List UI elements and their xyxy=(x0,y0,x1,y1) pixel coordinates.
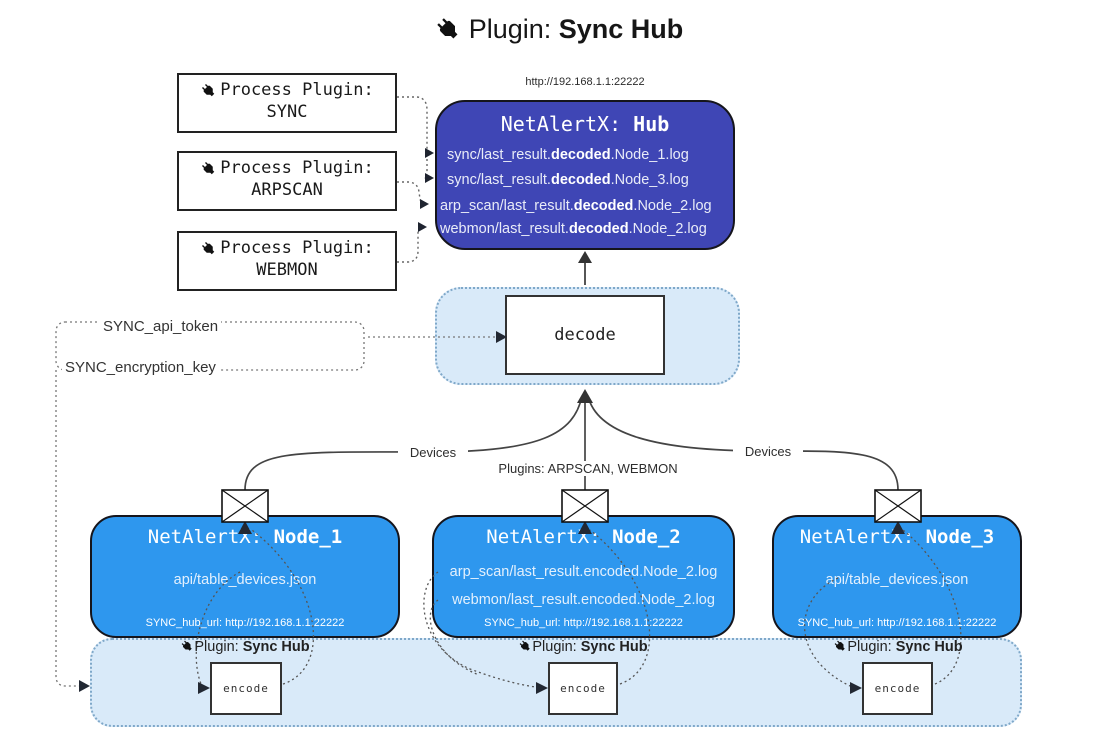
node-box-node-1: NetAlertX: Node_1 api/table_devices.json… xyxy=(90,515,400,638)
hub-log-line: webmon/last_result.decoded.Node_2.log xyxy=(440,221,707,237)
node-file-line: arp_scan/last_result.encoded.Node_2.log xyxy=(449,564,718,580)
node-footer: SYNC_hub_url: http://192.168.1.1:22222 xyxy=(145,617,345,629)
node-title: NetAlertX: Node_1 xyxy=(147,526,343,548)
edge-label-devices-left: Devices xyxy=(398,445,468,460)
node-footer: SYNC_hub_url: http://192.168.1.1:22222 xyxy=(484,617,683,629)
process-plugin-name: WEBMON xyxy=(256,260,318,280)
hub-url-label: http://192.168.1.1:22222 xyxy=(525,76,645,88)
encode-section-label: Plugin: Sync Hub xyxy=(808,639,988,655)
process-plugin-name: SYNC xyxy=(266,102,308,122)
process-plugin-box-sync: Process Plugin: SYNC xyxy=(177,73,397,133)
hub-title: NetAlertX: Hub xyxy=(500,112,670,136)
plug-icon xyxy=(202,83,215,96)
title-bold: Sync Hub xyxy=(558,14,684,44)
node-file-line: webmon/last_result.encoded.Node_2.log xyxy=(452,592,715,608)
node-box-node-3: NetAlertX: Node_3 api/table_devices.json… xyxy=(772,515,1022,638)
node-title: NetAlertX: Node_2 xyxy=(486,526,681,548)
hub-log-line: sync/last_result.decoded.Node_1.log xyxy=(447,147,689,163)
title-prefix: Plugin: xyxy=(468,14,559,44)
edge-label-plugins: Plugins: ARPSCAN, WEBMON xyxy=(492,461,684,476)
decode-to-hub-arrow xyxy=(578,251,592,263)
node-file-line: api/table_devices.json xyxy=(173,572,317,588)
hub-log-line: sync/last_result.decoded.Node_3.log xyxy=(447,172,689,188)
plug-icon xyxy=(202,241,215,254)
process-plugin-name: ARPSCAN xyxy=(251,180,323,200)
page-title: Plugin: Sync Hub xyxy=(0,14,1117,45)
plug-icon xyxy=(182,640,193,651)
sync-api-token-label: SYNC_api_token xyxy=(100,318,222,335)
hub-log-line: arp_scan/last_result.decoded.Node_2.log xyxy=(440,198,712,214)
sync-encryption-key-label: SYNC_encryption_key xyxy=(62,359,219,376)
node-title: NetAlertX: Node_3 xyxy=(799,526,995,548)
hub-box: NetAlertX: Hub sync/last_result.decoded.… xyxy=(435,100,735,250)
process-plugin-label: Process Plugin: xyxy=(220,80,374,100)
decode-box: decode xyxy=(505,295,665,375)
encode-box: encode xyxy=(210,662,282,715)
encode-section-label: Plugin: Sync Hub xyxy=(155,639,335,655)
encode-box: encode xyxy=(548,662,618,715)
encode-section-label: Plugin: Sync Hub xyxy=(493,639,673,655)
process-plugin-label: Process Plugin: xyxy=(220,158,374,178)
hub-line-arrows xyxy=(418,148,434,232)
plug-icon xyxy=(436,18,458,39)
process-plugin-box-webmon: Process Plugin: WEBMON xyxy=(177,231,397,291)
encode-box: encode xyxy=(862,662,933,715)
to-decode-arrow xyxy=(577,389,593,403)
plug-icon xyxy=(202,161,215,174)
node-footer: SYNC_hub_url: http://192.168.1.1:22222 xyxy=(797,617,997,629)
edge-label-devices-right: Devices xyxy=(733,444,803,459)
node-box-node-2: NetAlertX: Node_2 arp_scan/last_result.e… xyxy=(432,515,735,638)
plugin-to-hub-connectors xyxy=(397,96,428,263)
process-plugin-box-arpscan: Process Plugin: ARPSCAN xyxy=(177,151,397,211)
node-file-line: api/table_devices.json xyxy=(825,572,969,588)
process-plugin-label: Process Plugin: xyxy=(220,238,374,258)
